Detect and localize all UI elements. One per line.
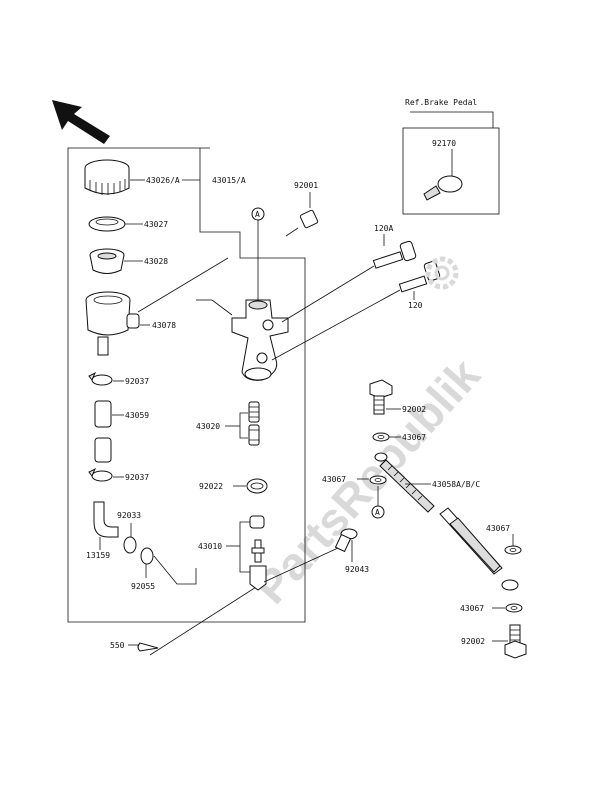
- copper-washer-d-part: [505, 603, 523, 613]
- clip-part-92170: [423, 175, 463, 201]
- label-43067-c: 43067: [486, 524, 510, 533]
- hose-clamp-lower-part: [88, 467, 113, 482]
- label-120a: 120A: [374, 224, 393, 233]
- reservoir-cap-part: [84, 159, 130, 195]
- copper-washer-a-part: [372, 432, 390, 442]
- svg-text:A: A: [255, 210, 260, 219]
- reservoir-hose-part: [94, 400, 112, 463]
- callout-a-bottom: A: [371, 505, 385, 519]
- assembly-frame: [67, 147, 306, 623]
- hose-clamp-upper-part: [88, 371, 113, 386]
- front-direction-arrow-icon: [52, 100, 110, 144]
- label-43058: 43058A/B/C: [432, 480, 480, 489]
- label-43010: 43010: [198, 542, 222, 551]
- label-92043: 92043: [345, 565, 369, 574]
- label-43020: 43020: [196, 422, 220, 431]
- push-rod-120a-part: [281, 240, 417, 323]
- label-43027: 43027: [144, 220, 168, 229]
- label-13159: 13159: [86, 551, 110, 560]
- reservoir-tank-part: [85, 291, 140, 356]
- label-43067-d: 43067: [460, 604, 484, 613]
- push-rod-assembly-part: [249, 515, 267, 591]
- reference-part-label: 92170: [432, 139, 456, 148]
- o-ring-part: [140, 547, 154, 565]
- label-43067-a: 43067: [402, 433, 426, 442]
- label-92037-upper: 92037: [125, 377, 149, 386]
- label-92037-lower: 92037: [125, 473, 149, 482]
- label-43026: 43026/A: [146, 176, 180, 185]
- snap-ring-part: [246, 478, 268, 494]
- circlip-part: [123, 536, 137, 554]
- gear-icon: [425, 256, 459, 290]
- piston-kit-part: [248, 401, 260, 446]
- reference-box-title: Ref.Brake Pedal: [405, 98, 477, 107]
- clevis-pin-part: [334, 528, 358, 553]
- label-92022: 92022: [199, 482, 223, 491]
- label-92002-upper: 92002: [402, 405, 426, 414]
- diaphragm-part: [89, 248, 125, 274]
- label-120: 120: [408, 301, 423, 310]
- label-92033: 92033: [117, 511, 141, 520]
- cotter-pin-part: [137, 642, 159, 652]
- label-43028: 43028: [144, 257, 168, 266]
- label-92055: 92055: [131, 582, 155, 591]
- bleeder-bolt-part: [285, 209, 319, 237]
- label-92001: 92001: [294, 181, 318, 190]
- copper-washer-c-part: [504, 545, 522, 555]
- diaphragm-plate-part: [88, 216, 126, 232]
- banjo-bolt-lower-part: [504, 624, 527, 659]
- reference-box: Ref.Brake Pedal 92170: [402, 98, 500, 215]
- label-550: 550: [110, 641, 125, 650]
- copper-washer-b-part: [369, 475, 387, 485]
- brake-hose-part: [374, 452, 519, 591]
- master-cylinder-body: [231, 299, 289, 381]
- svg-text:A: A: [375, 508, 380, 517]
- elbow-fitting-part: [93, 501, 119, 538]
- label-43078: 43078: [152, 321, 176, 330]
- push-rod-120-part: [271, 260, 441, 361]
- callout-a-top: A: [251, 207, 265, 221]
- label-43067-b: 43067: [322, 475, 346, 484]
- label-43059: 43059: [125, 411, 149, 420]
- label-92002-lower: 92002: [461, 637, 485, 646]
- banjo-bolt-upper-part: [369, 379, 393, 415]
- label-43015: 43015/A: [212, 176, 246, 185]
